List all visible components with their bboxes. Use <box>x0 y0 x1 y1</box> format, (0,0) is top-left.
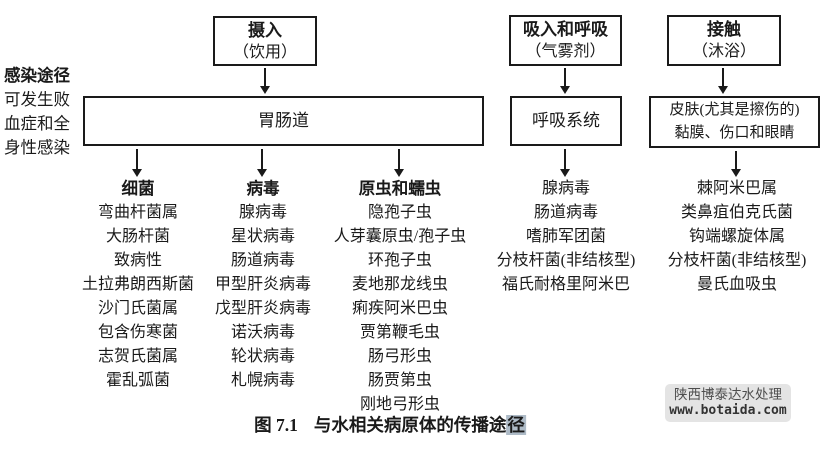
list-item: 大肠杆菌 <box>105 228 171 245</box>
watermark-url: www.botaida.com <box>669 403 787 418</box>
box-respiratory-label: 呼吸系统 <box>532 111 600 130</box>
box-skin-line2: 黏膜、伤口和眼睛 <box>674 125 795 141</box>
list-item: 土拉弗朗西斯菌 <box>81 276 195 293</box>
watermark-badge: 陕西博泰达水处理 www.botaida.com <box>665 384 791 422</box>
list-item: 类鼻疽伯克氏菌 <box>680 204 794 221</box>
list-item: 刚地弓形虫 <box>359 396 441 413</box>
box-contact-sub: （沐浴） <box>691 43 756 60</box>
list-item: 嗜肺军团菌 <box>525 228 607 245</box>
list-item: 腺病毒 <box>238 204 288 221</box>
list-item: 肠道病毒 <box>533 204 599 221</box>
box-gastrointestinal: 胃肠道 <box>83 96 484 146</box>
note-line: 身性感染 <box>4 138 70 157</box>
list-respiratory-pathogens: 腺病毒 肠道病毒 嗜肺军团菌 分枝杆菌(非结核型) 福氏耐格里阿米巴 <box>497 177 636 297</box>
list-viruses: 病毒 腺病毒 星状病毒 肠道病毒 甲型肝炎病毒 戊型肝炎病毒 诺沃病毒 轮状病毒… <box>215 177 311 393</box>
box-inhalation-sub: （气雾剂） <box>525 43 606 60</box>
list-item: 环孢子虫 <box>367 252 433 269</box>
list-item: 隐孢子虫 <box>367 204 433 221</box>
list-item: 福氏耐格里阿米巴 <box>501 276 631 293</box>
list-item: 分枝杆菌(非结核型) <box>496 252 636 269</box>
box-inhalation-label: 吸入和呼吸 <box>523 20 608 39</box>
list-item: 霍乱弧菌 <box>105 372 171 389</box>
highlighted-character: 径 <box>506 415 526 435</box>
arrow-gi-viruses <box>257 149 267 177</box>
box-inhalation: 吸入和呼吸 （气雾剂） <box>509 15 622 66</box>
box-skin-line1: 皮肤(尤其是擦伤的) <box>669 102 800 118</box>
list-item: 诺沃病毒 <box>230 324 296 341</box>
infection-route-note: 感染途径 可发生败 血症和全 身性感染 <box>4 64 84 160</box>
box-gastrointestinal-label: 胃肠道 <box>258 111 309 130</box>
box-ingestion-sub: （饮用） <box>232 43 297 61</box>
box-contact-label: 接触 <box>707 20 741 39</box>
list-protozoa-helminths: 原虫和蠕虫 隐孢子虫 人芽囊原虫/孢子虫 环孢子虫 麦地那龙线虫 痢疾阿米巴虫 … <box>334 177 466 417</box>
list-item: 沙门氏菌属 <box>97 300 179 317</box>
note-line: 可发生败 <box>4 90 70 109</box>
list-item: 麦地那龙线虫 <box>351 276 449 293</box>
arrow-gi-protozoa <box>394 149 404 177</box>
arrow-ingestion-gi <box>260 68 270 94</box>
list-item: 分枝杆菌(非结核型) <box>667 252 807 269</box>
list-contact-pathogens: 棘阿米巴属 类鼻疽伯克氏菌 钩端螺旋体属 分枝杆菌(非结核型) 曼氏血吸虫 <box>668 177 807 297</box>
list-protozoa-header: 原虫和蠕虫 <box>358 179 442 198</box>
list-item: 札幌病毒 <box>230 372 296 389</box>
list-viruses-header: 病毒 <box>246 179 280 198</box>
list-item: 志贺氏菌属 <box>97 348 179 365</box>
list-item: 钩端螺旋体属 <box>688 228 786 245</box>
list-item: 甲型肝炎病毒 <box>214 276 312 293</box>
arrow-skin-pathogens <box>731 151 741 177</box>
box-ingestion: 摄入 （饮用） <box>213 16 317 66</box>
list-item: 轮状病毒 <box>230 348 296 365</box>
list-item: 人芽囊原虫/孢子虫 <box>333 228 467 245</box>
figure-number: 图 7.1 <box>254 415 298 435</box>
list-item: 包含伤寒菌 <box>97 324 179 341</box>
box-respiratory: 呼吸系统 <box>510 96 622 146</box>
list-item: 肠弓形虫 <box>367 348 433 365</box>
list-item: 弯曲杆菌属 <box>97 204 179 221</box>
arrow-contact-skin <box>718 68 728 94</box>
arrow-resp-pathogens <box>560 149 570 177</box>
box-skin-mucosa: 皮肤(尤其是擦伤的) 黏膜、伤口和眼睛 <box>649 96 820 148</box>
list-item: 肠贾第虫 <box>367 372 433 389</box>
list-item: 贾第鞭毛虫 <box>359 324 441 341</box>
list-item: 痢疾阿米巴虫 <box>351 300 449 317</box>
note-line: 血症和全 <box>4 114 70 133</box>
list-item: 棘阿米巴属 <box>696 180 778 197</box>
figure-caption: 图 7.1 与水相关病原体的传播途径 <box>254 412 526 437</box>
note-title: 感染途径 <box>4 66 70 85</box>
list-bacteria: 细菌 弯曲杆菌属 大肠杆菌 致病性 土拉弗朗西斯菌 沙门氏菌属 包含伤寒菌 志贺… <box>82 177 194 393</box>
list-item: 戊型肝炎病毒 <box>214 300 312 317</box>
list-item: 致病性 <box>113 252 163 269</box>
list-item: 星状病毒 <box>230 228 296 245</box>
box-contact: 接触 （沐浴） <box>667 15 781 66</box>
list-item: 曼氏血吸虫 <box>696 276 778 293</box>
box-ingestion-label: 摄入 <box>248 20 282 40</box>
list-item: 腺病毒 <box>541 180 591 197</box>
arrow-inhalation-resp <box>560 68 570 94</box>
list-item: 肠道病毒 <box>230 252 296 269</box>
watermark-company: 陕西博泰达水处理 <box>674 387 782 402</box>
list-bacteria-header: 细菌 <box>121 179 155 198</box>
arrow-gi-bacteria <box>132 149 142 177</box>
figure-title: 与水相关病原体的传播途 <box>313 415 507 435</box>
